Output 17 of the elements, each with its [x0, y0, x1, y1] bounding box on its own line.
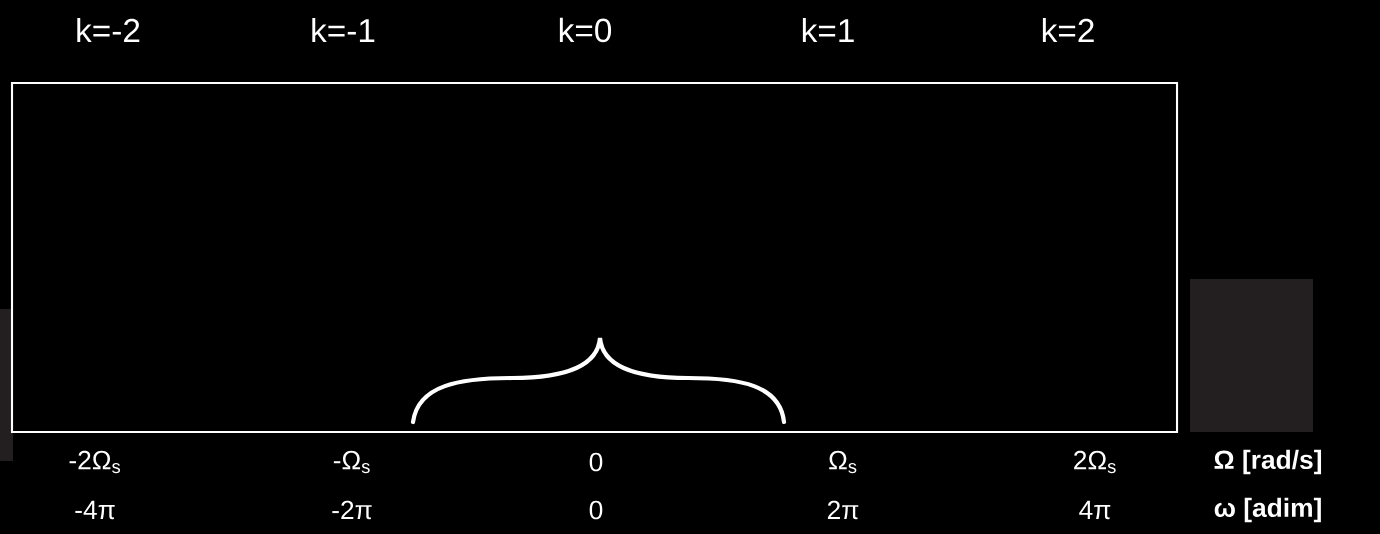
index-label: k=-1 — [312, 17, 375, 43]
tick-label: 0 — [589, 452, 603, 472]
tick-label: 4π — [1079, 500, 1111, 520]
index-label: k=0 — [559, 17, 612, 43]
axis-unit-label: ω [adim] — [1214, 497, 1321, 523]
index-label: k=-2 — [77, 17, 140, 43]
tick-label: 2π — [827, 500, 859, 520]
tick-label: 2Ω$_{s}$ — [1074, 450, 1116, 474]
tick-label: Ω$_{s}$ — [829, 450, 857, 474]
index-label: k=2 — [1042, 17, 1094, 43]
tick-label: -2Ω$_{s}$ — [69, 450, 121, 474]
index-label: k=1 — [802, 17, 854, 43]
axis-unit-label: Ω [rad/s] — [1214, 449, 1322, 475]
tick-label: -2π — [332, 500, 372, 520]
tick-label: 0 — [589, 500, 603, 520]
tick-label: -Ω$_{s}$ — [333, 450, 370, 474]
tick-label: -4π — [75, 500, 115, 520]
